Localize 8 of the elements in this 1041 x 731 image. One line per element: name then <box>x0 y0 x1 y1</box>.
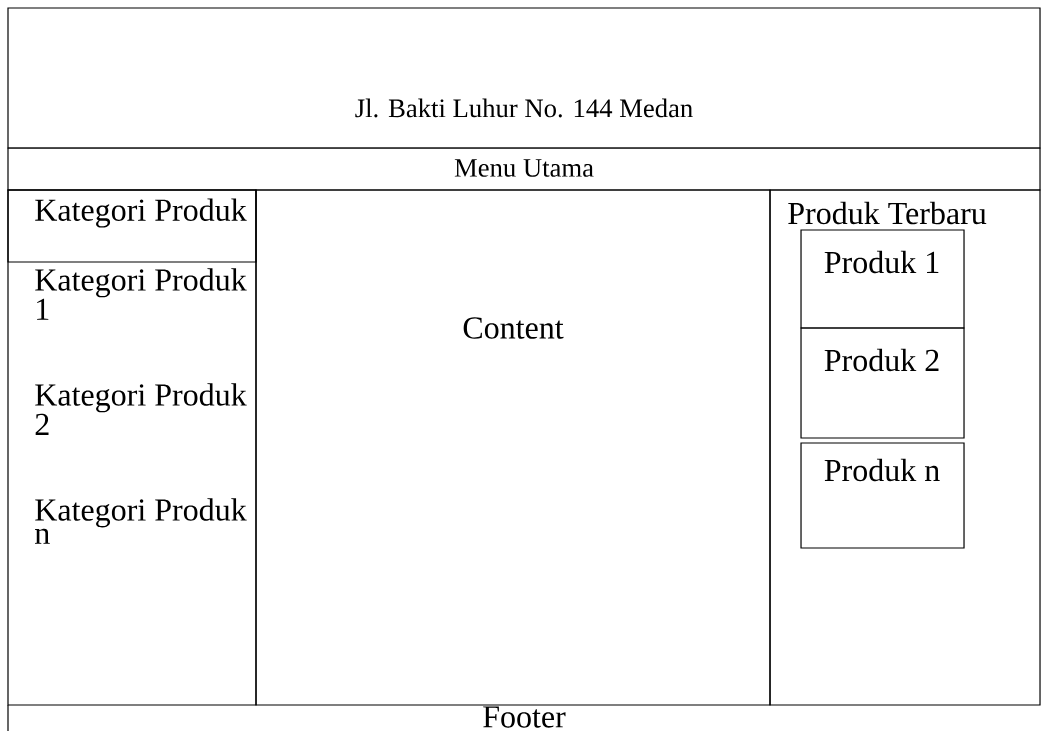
sidebar-heading: Kategori Produk <box>7 189 257 263</box>
product-box: Produk n <box>800 442 965 549</box>
menu-bar: Menu Utama <box>7 147 1041 191</box>
product-box: Produk 1 <box>800 229 965 329</box>
header-band: Jl. Bakti Luhur No. 144 Medan <box>7 7 1041 149</box>
footer-band: Footer <box>7 704 566 731</box>
content-area: Content <box>255 189 771 706</box>
product-box: Produk 2 <box>800 327 965 439</box>
